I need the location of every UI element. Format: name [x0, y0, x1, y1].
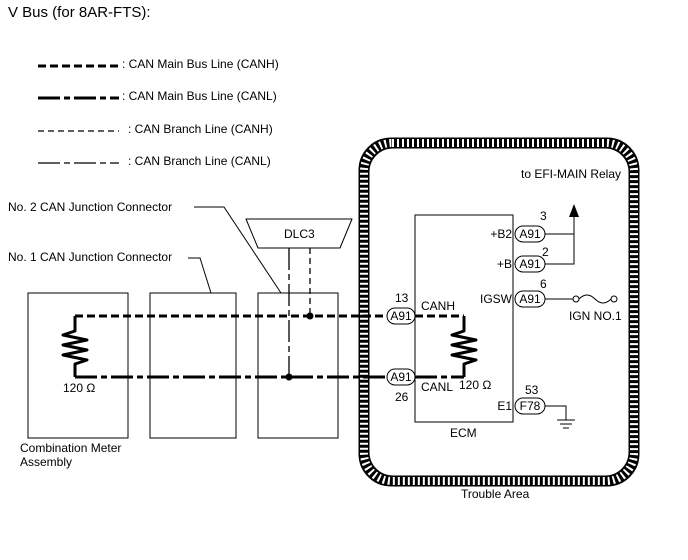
dlc3-label: DLC3 — [284, 227, 315, 241]
junction-dot-canl — [285, 373, 293, 381]
ecm-resistor — [450, 316, 478, 377]
junction-2-leader — [194, 206, 282, 294]
efi-relay-label: to EFI-MAIN Relay — [521, 167, 621, 181]
pin-b2-name: +B2 — [490, 227, 512, 241]
pin-2-number: 2 — [542, 245, 549, 259]
legend-label-main-canh: : CAN Main Bus Line (CANH) — [122, 57, 279, 71]
pin-canl-name: CANL — [421, 380, 453, 394]
fuse-icon — [572, 294, 618, 304]
ign-label: IGN NO.1 — [569, 309, 622, 323]
combination-meter-label-line2: Assembly — [20, 455, 72, 469]
meter-resistor — [61, 316, 89, 377]
junction-dot-canh — [306, 312, 314, 320]
pin-53-number: 53 — [525, 383, 539, 397]
ground-icon — [557, 419, 575, 429]
trouble-area-border — [358, 137, 640, 487]
dlc3-connector — [245, 218, 353, 249]
pin-13-number: 13 — [395, 291, 409, 305]
junction-1-label: No. 1 CAN Junction Connector — [8, 250, 172, 264]
pin-26-number: 26 — [395, 390, 409, 404]
power-wire-b2 — [545, 217, 575, 235]
pin-b-name: +B — [497, 257, 512, 271]
power-arrow-icon — [569, 204, 579, 217]
power-wire-b — [545, 234, 575, 265]
connector-f78-e1-label: F78 — [520, 399, 541, 413]
ecm-resistor-label: 120 Ω — [459, 378, 491, 392]
legend: : CAN Main Bus Line (CANH) : CAN Main Bu… — [38, 57, 279, 168]
connector-a91-b2-label: A91 — [519, 227, 541, 241]
combination-meter-label-line1: Combination Meter — [20, 441, 121, 455]
connector-a91-canl-label: A91 — [390, 370, 412, 384]
legend-label-branch-canh: : CAN Branch Line (CANH) — [128, 122, 273, 136]
junction-2-label: No. 2 CAN Junction Connector — [8, 200, 172, 214]
pin-e1-name: E1 — [497, 399, 512, 413]
meter-resistor-label: 120 Ω — [63, 381, 95, 395]
ecm-label: ECM — [450, 426, 477, 440]
pin-igsw-name: IGSW — [480, 292, 513, 306]
pin-3-number: 3 — [540, 209, 547, 223]
pin-canh-name: CANH — [421, 299, 455, 313]
connector-a91-canh-label: A91 — [390, 309, 412, 323]
trouble-area-label: Trouble Area — [461, 487, 530, 501]
connector-a91-igsw-label: A91 — [519, 292, 541, 306]
junction-1-leader — [188, 257, 212, 294]
pin-6-number: 6 — [540, 277, 547, 291]
connector-a91-canl — [386, 368, 416, 386]
diagram-title: V Bus (for 8AR-FTS): — [8, 4, 151, 21]
ground-wire — [545, 405, 567, 420]
connector-a91-canh — [386, 307, 416, 325]
connector-a91-b-label: A91 — [519, 257, 541, 271]
legend-label-main-canl: : CAN Main Bus Line (CANL) — [122, 89, 277, 103]
legend-label-branch-canl: : CAN Branch Line (CANL) — [128, 154, 271, 168]
